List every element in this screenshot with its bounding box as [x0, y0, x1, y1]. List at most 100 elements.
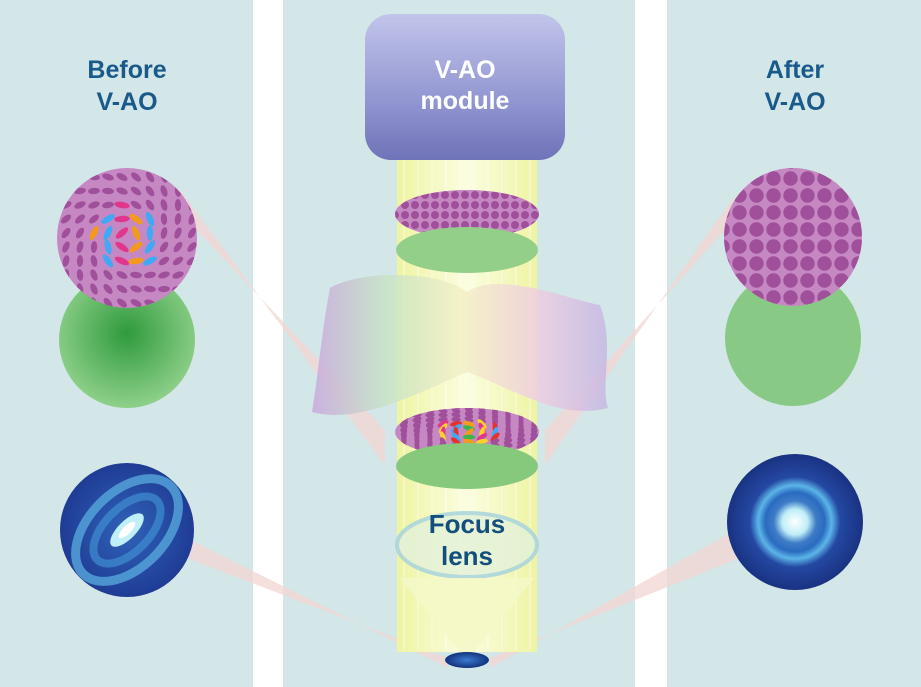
- wavefront-dot: [129, 213, 143, 225]
- wavefront-dot: [476, 433, 488, 442]
- wavefront-dot: [144, 285, 156, 293]
- wavefront-dot: [130, 299, 142, 307]
- wavefront-dot: [478, 415, 486, 424]
- corrected-wavefront-pattern-icon: [724, 168, 862, 306]
- wavefront-dot: [437, 420, 449, 428]
- wavefront-dot: [115, 241, 129, 253]
- wavefront-dot: [173, 241, 183, 253]
- wavefront-dot: [530, 428, 538, 437]
- wavefront-dot: [74, 201, 86, 209]
- wavefront-dot: [130, 285, 142, 293]
- focus-label-line1: Focus: [429, 509, 506, 539]
- wavefront-dot: [144, 271, 156, 279]
- wavefront-dot: [463, 438, 475, 445]
- wavefront-dot: [114, 201, 130, 209]
- wavefront-dot: [476, 438, 488, 445]
- wavefront-dot: [62, 241, 70, 253]
- focus-cone: [400, 578, 534, 657]
- wavefront-dot: [477, 419, 487, 429]
- wavefront-dot: [103, 284, 113, 294]
- wavefront-dot: [464, 416, 474, 423]
- scattering-tissue-icon: [312, 274, 608, 415]
- wavefront-dot: [174, 213, 182, 225]
- wavefront-dot: [116, 284, 128, 294]
- wavefront-dot: [76, 241, 84, 253]
- before-label-line2: V-AO: [96, 88, 157, 116]
- wavefront-dot: [114, 256, 130, 266]
- after-label-line2: V-AO: [764, 88, 825, 116]
- wavefront-dot: [490, 432, 500, 442]
- wavefront-dot: [89, 214, 99, 224]
- wavefront-dot: [530, 433, 538, 441]
- wavefront-dot: [90, 269, 98, 281]
- wavefront-dot: [160, 199, 168, 211]
- wavefront-dot: [90, 255, 98, 267]
- wavefront-dot: [503, 438, 513, 445]
- wavefront-dot: [491, 410, 499, 420]
- module-pupil-ellipse: [396, 227, 538, 273]
- wavefront-dot: [438, 412, 448, 418]
- wavefront-dot: [130, 271, 142, 279]
- before-label-line1: Before: [87, 56, 166, 84]
- wavefront-dot: [102, 173, 114, 181]
- wavefront-dot: [187, 242, 197, 252]
- wavefront-dot: [103, 297, 113, 308]
- wavefront-dot: [116, 173, 128, 181]
- wavefront-dot: [160, 227, 168, 239]
- tissue-pupil-ellipse: [396, 443, 538, 489]
- wavefront-dot: [130, 200, 142, 210]
- wavefront-dot: [425, 420, 435, 428]
- wavefront-dot: [103, 270, 113, 280]
- wavefront-dot: [174, 227, 182, 239]
- wavefront-dot: [490, 438, 500, 445]
- wavefront-dot: [61, 227, 71, 239]
- wavefront-dot: [172, 256, 184, 266]
- wavefront-dot: [76, 269, 84, 281]
- wavefront-dot: [145, 211, 155, 227]
- wavefront-dot: [517, 428, 525, 437]
- wavefront-dot: [160, 185, 168, 197]
- wavefront-dot: [88, 187, 100, 195]
- wavefront-dot: [116, 271, 128, 279]
- focal-spot-icon: [445, 652, 489, 668]
- module-label-line1: V-AO: [434, 56, 495, 84]
- wavefront-dot: [174, 199, 182, 211]
- wavefront-dot: [89, 225, 99, 241]
- corrected-focal-spot-icon: [727, 454, 863, 590]
- v-ao-module: [365, 14, 565, 160]
- wavefront-dot: [144, 240, 156, 254]
- wavefront-dot: [439, 437, 447, 446]
- wavefront-dot: [516, 438, 526, 445]
- wavefront-dot: [517, 433, 525, 441]
- wavefront-dot: [60, 214, 72, 224]
- focus-label-line2: lens: [441, 541, 493, 571]
- wavefront-dot: [88, 201, 100, 209]
- after-pupil-disk: [725, 270, 861, 406]
- wavefront-dot: [160, 213, 168, 225]
- right-lower-projection: [490, 505, 780, 668]
- wavefront-dot: [145, 185, 155, 197]
- wavefront-dot: [451, 432, 461, 442]
- before-pupil-disk: [59, 272, 195, 408]
- wavefront-dot: [103, 225, 113, 241]
- wavefront-dot: [131, 172, 141, 182]
- wavefront-dot: [426, 424, 434, 433]
- wavefront-dot: [102, 187, 114, 195]
- wavefront-dot: [102, 201, 114, 209]
- wavefront-dot: [400, 424, 408, 433]
- module-label-line2: module: [421, 87, 510, 115]
- wavefront-dot: [462, 434, 476, 440]
- wavefront-dot: [159, 241, 169, 253]
- wavefront-dot: [62, 255, 70, 267]
- wavefront-dot: [413, 424, 421, 433]
- wavefront-dot: [101, 214, 115, 224]
- wavefront-dot: [145, 171, 155, 183]
- wavefront-dot: [130, 186, 142, 196]
- aberrated-focal-spot-icon: [60, 463, 194, 597]
- wavefront-dot: [158, 285, 170, 293]
- after-label-line1: After: [766, 56, 825, 84]
- left-lower-projection: [120, 505, 448, 668]
- wavefront-dot: [464, 408, 474, 414]
